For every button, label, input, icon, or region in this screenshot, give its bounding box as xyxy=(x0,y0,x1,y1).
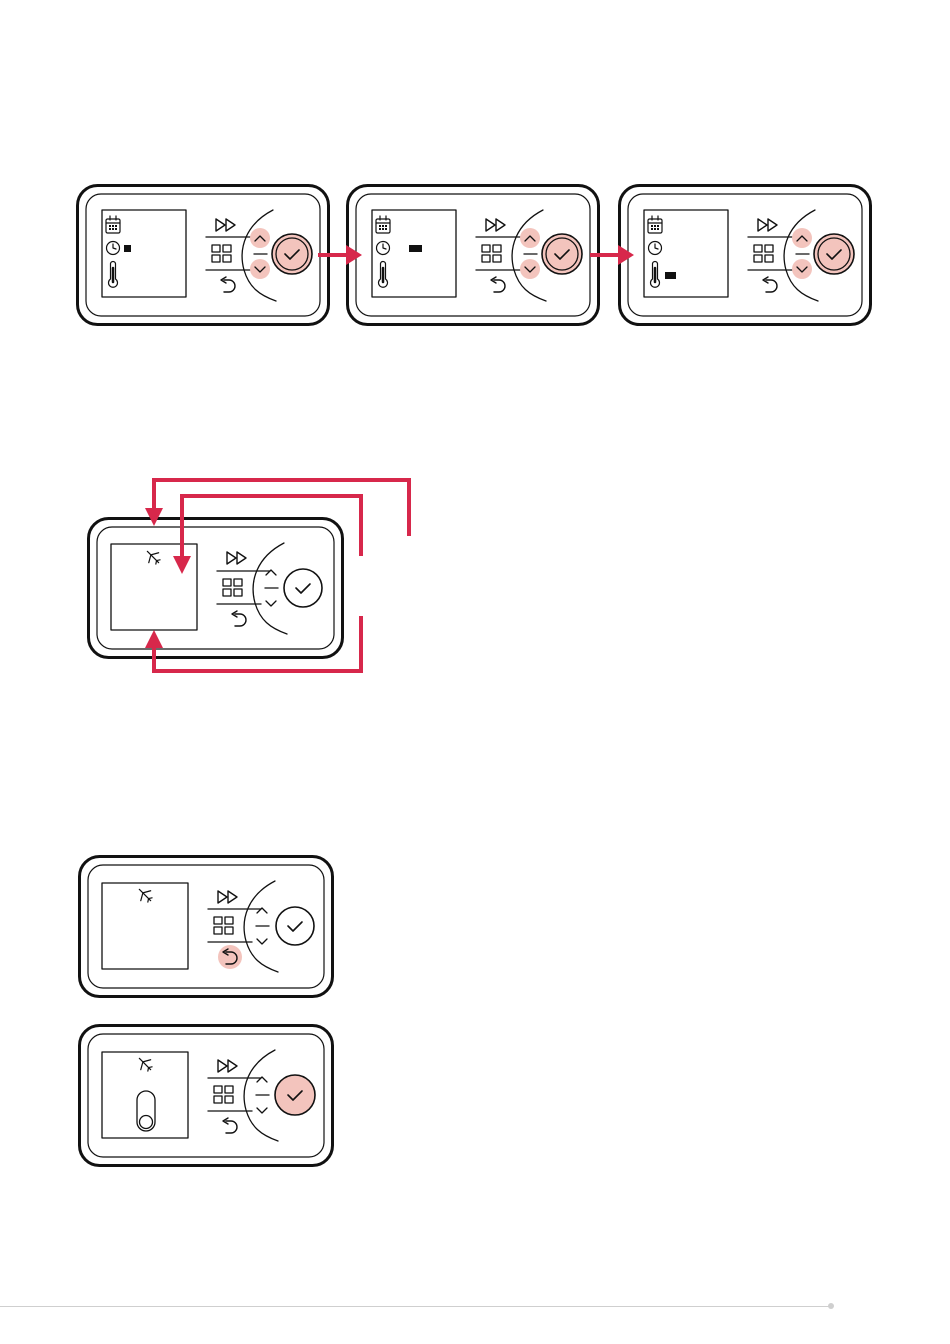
controller-panel-step-2 xyxy=(346,184,600,326)
back-arrow-icon xyxy=(763,277,777,292)
back-arrow-icon xyxy=(223,1118,237,1133)
thermometer-icon xyxy=(109,262,118,288)
fast-forward-icon xyxy=(218,1060,237,1072)
arrow-head xyxy=(145,630,163,648)
arrow-head xyxy=(173,556,191,574)
airplane-icon xyxy=(134,884,155,905)
thermometer-icon xyxy=(379,262,388,288)
check-icon xyxy=(288,922,302,931)
chevron-up-highlight xyxy=(250,228,270,248)
footer-rule xyxy=(0,1306,830,1307)
fast-forward-icon xyxy=(216,219,235,231)
flow-arrow-2-to-3 xyxy=(588,240,638,270)
menu-grid-icon xyxy=(482,245,501,262)
chevron-down-highlight xyxy=(250,259,270,279)
fast-forward-icon xyxy=(486,219,505,231)
back-arrow-icon xyxy=(221,277,235,292)
calendar-icon xyxy=(648,216,662,233)
menu-grid-icon xyxy=(754,245,773,262)
navigation-loop-arrows xyxy=(140,470,430,680)
controller-panel-step-1 xyxy=(76,184,330,326)
confirm-button xyxy=(275,1075,315,1115)
confirm-button xyxy=(542,234,582,274)
chevron-down-icon xyxy=(257,939,267,944)
confirm-button xyxy=(814,234,854,274)
flow-arrow-1-to-2 xyxy=(316,240,366,270)
confirm-button xyxy=(272,234,312,274)
calendar-icon xyxy=(376,216,390,233)
value-segment xyxy=(124,245,131,252)
airplane-icon xyxy=(134,1053,155,1074)
controller-panel-holiday-back xyxy=(78,855,334,998)
fast-forward-icon xyxy=(218,891,237,903)
chevron-down-icon xyxy=(257,1108,267,1113)
controller-panel-holiday-confirm xyxy=(78,1024,334,1167)
controller-panel-step-3 xyxy=(618,184,872,326)
toggle-switch-icon xyxy=(137,1091,155,1131)
value-segment xyxy=(665,272,676,279)
footer-dot xyxy=(828,1303,834,1309)
menu-grid-icon xyxy=(214,1086,233,1103)
calendar-icon xyxy=(106,216,120,233)
menu-grid-icon xyxy=(212,245,231,262)
thermometer-icon xyxy=(651,262,660,288)
confirm-button xyxy=(276,907,314,945)
clock-icon xyxy=(377,242,390,255)
clock-icon xyxy=(107,242,120,255)
fast-forward-icon xyxy=(758,219,777,231)
value-segment xyxy=(409,245,422,252)
back-arrow-icon xyxy=(491,277,505,292)
back-button-highlight xyxy=(218,945,242,969)
arrow-head xyxy=(145,508,163,526)
clock-icon xyxy=(649,242,662,255)
menu-grid-icon xyxy=(214,917,233,934)
